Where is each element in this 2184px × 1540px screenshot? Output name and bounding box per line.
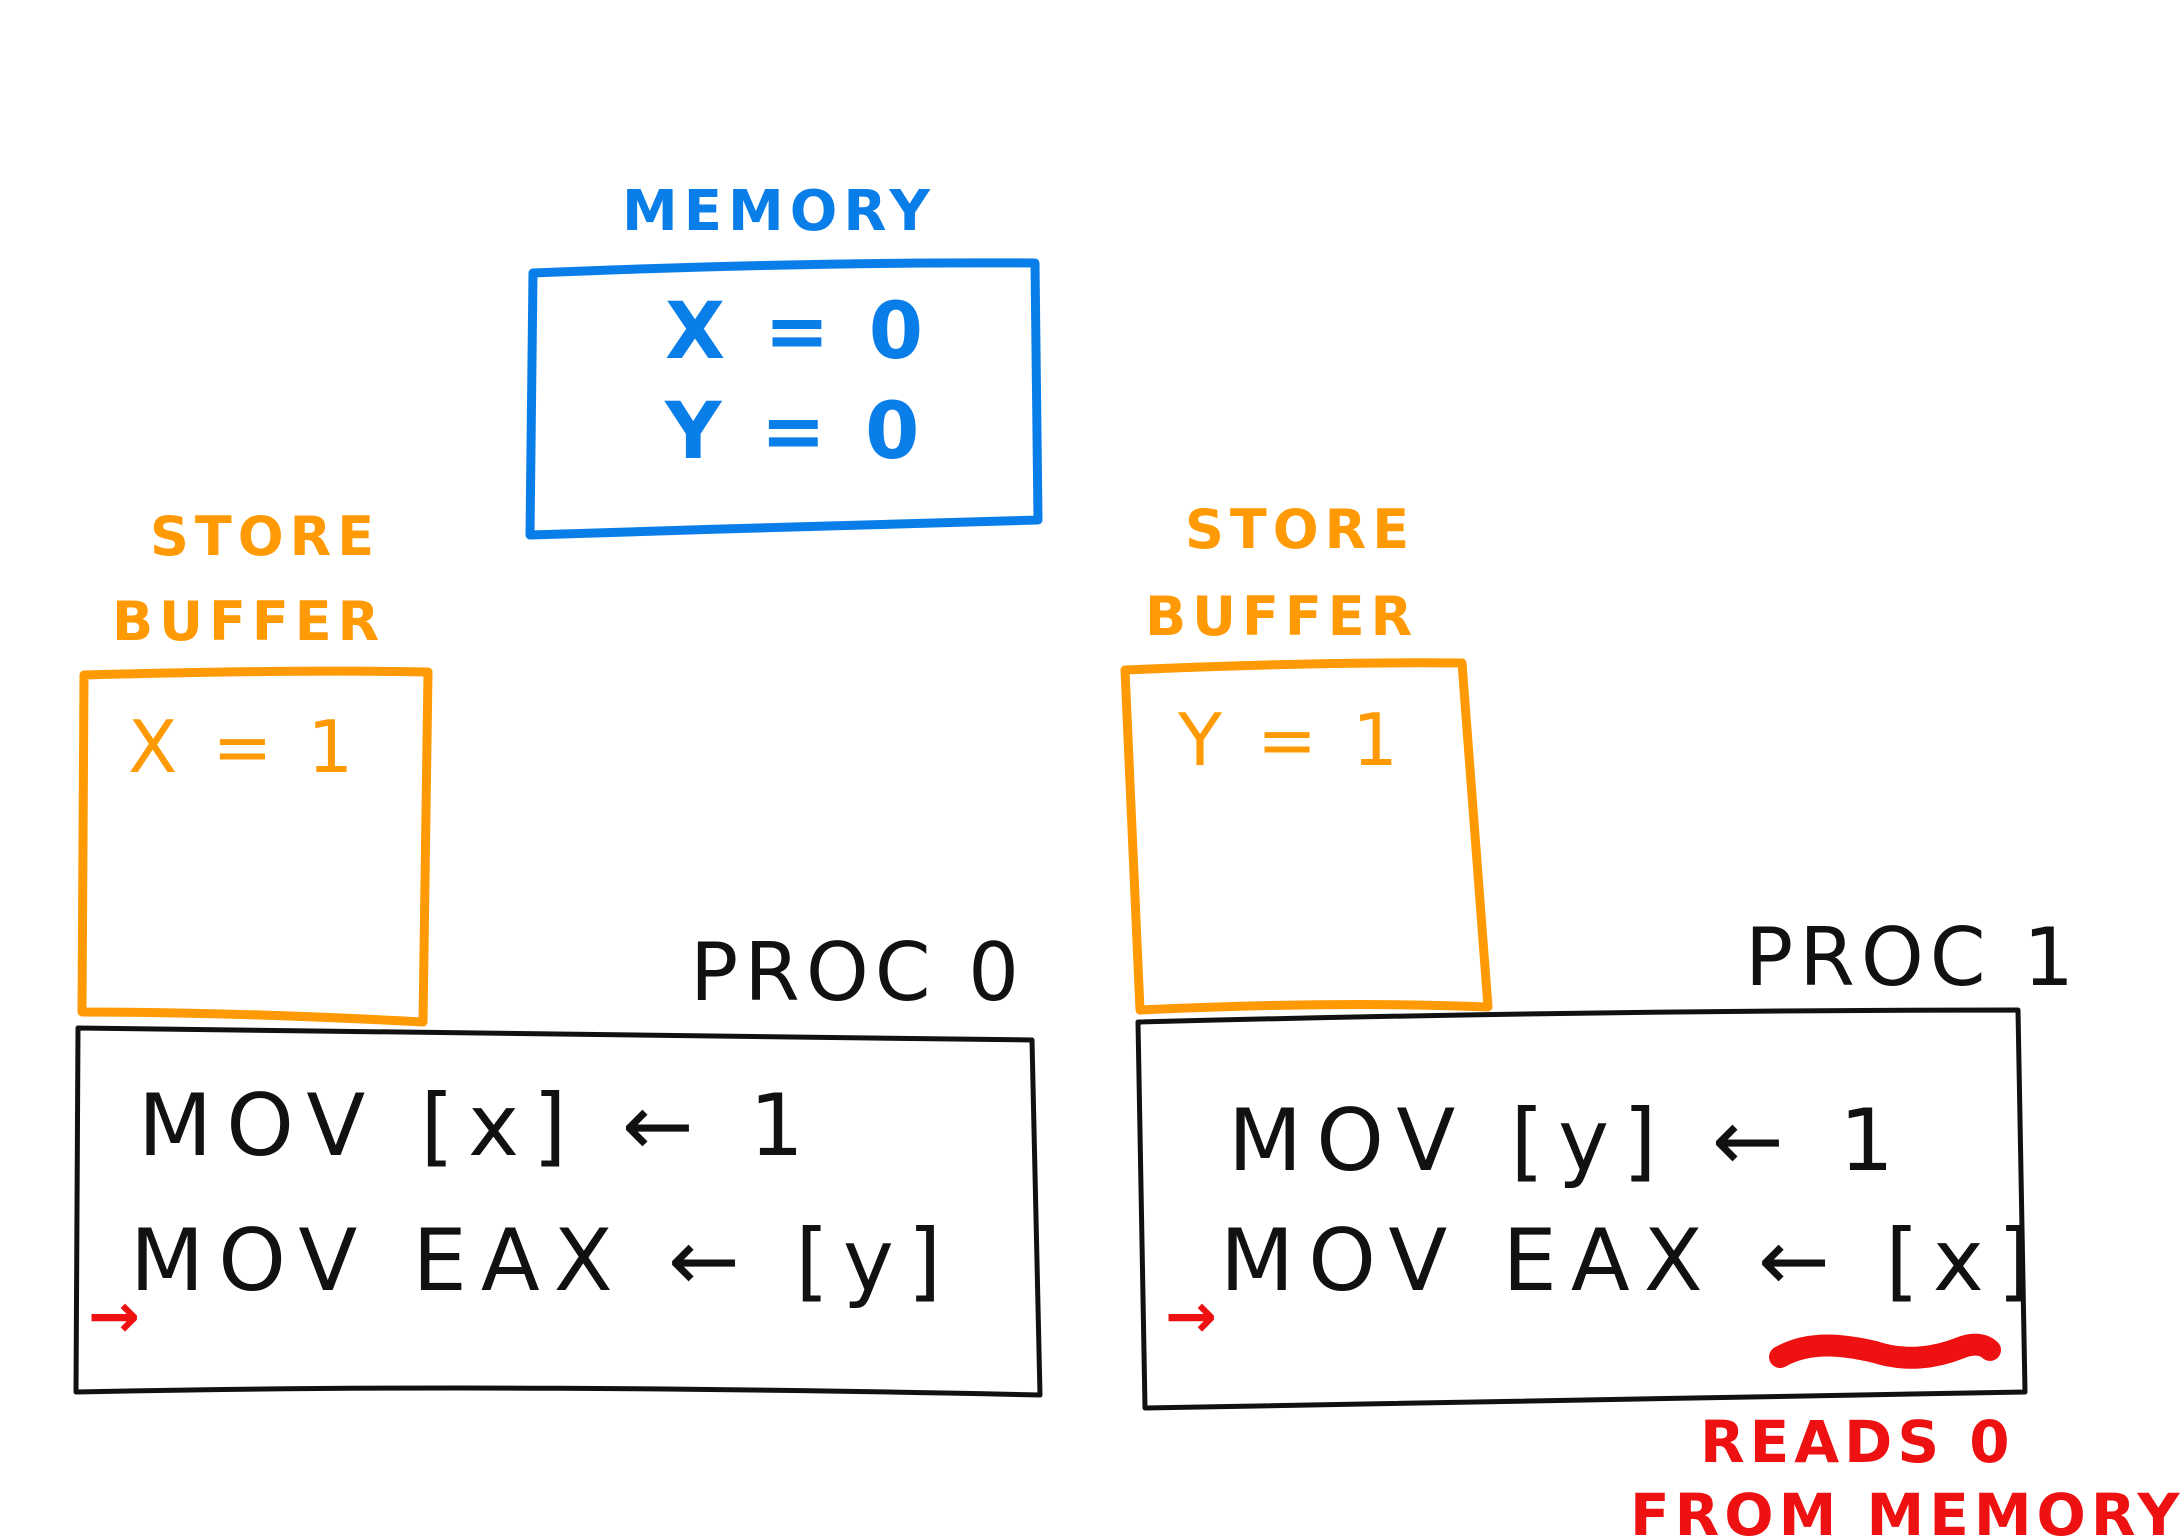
reads-zero-annotation: READS 0 FROM MEMORY [1630,1333,2184,1540]
memory-value-y: Y = 0 [664,387,925,477]
proc1-store-buffer-label-line1: STORE [1185,498,1415,561]
proc1-store-buffer-box [1120,658,1493,1015]
proc1-program-counter-arrow: → [1165,1279,1223,1352]
proc1-store-buffer: STORE BUFFER Y = 1 [1120,498,1493,1015]
proc0-store-buffer-label-line1: STORE [150,505,380,568]
memory-value-x: X = 0 [665,287,929,377]
proc1-box [1135,1007,2028,1411]
proc1-instruction-1: MOV [y] ← 1 [1228,1091,1908,1191]
proc0-store-buffer-box [77,666,433,1027]
proc1-block: PROC 1 MOV [y] ← 1 MOV EAX ← [x] → [1135,911,2080,1411]
memory-box [525,258,1043,540]
proc0-block: PROC 0 MOV [x] ← 1 MOV EAX ← [y] → [73,926,1043,1398]
proc0-box [73,1025,1043,1398]
underline-squiggle [1769,1333,2001,1369]
proc0-title: PROC 0 [690,926,1025,1019]
proc0-store-buffer: STORE BUFFER X = 1 [77,505,433,1027]
proc1-store-buffer-value: Y = 1 [1177,698,1404,782]
proc0-store-buffer-value: X = 1 [128,705,359,789]
proc0-program-counter-arrow: → [88,1279,146,1352]
memory-block: MEMORY X = 0 Y = 0 [525,179,1043,540]
proc1-instruction-2: MOV EAX ← [x] [1220,1211,2045,1311]
annotation-line-2: FROM MEMORY [1630,1481,2184,1540]
proc1-store-buffer-label-line2: BUFFER [1145,585,1418,648]
memory-label: MEMORY [622,179,936,244]
annotation-line-1: READS 0 [1700,1408,2015,1476]
proc0-instruction-1: MOV [x] ← 1 [138,1076,818,1176]
proc0-instruction-2: MOV EAX ← [y] [130,1211,955,1311]
proc1-title: PROC 1 [1745,911,2080,1004]
proc0-store-buffer-label-line2: BUFFER [112,590,385,653]
